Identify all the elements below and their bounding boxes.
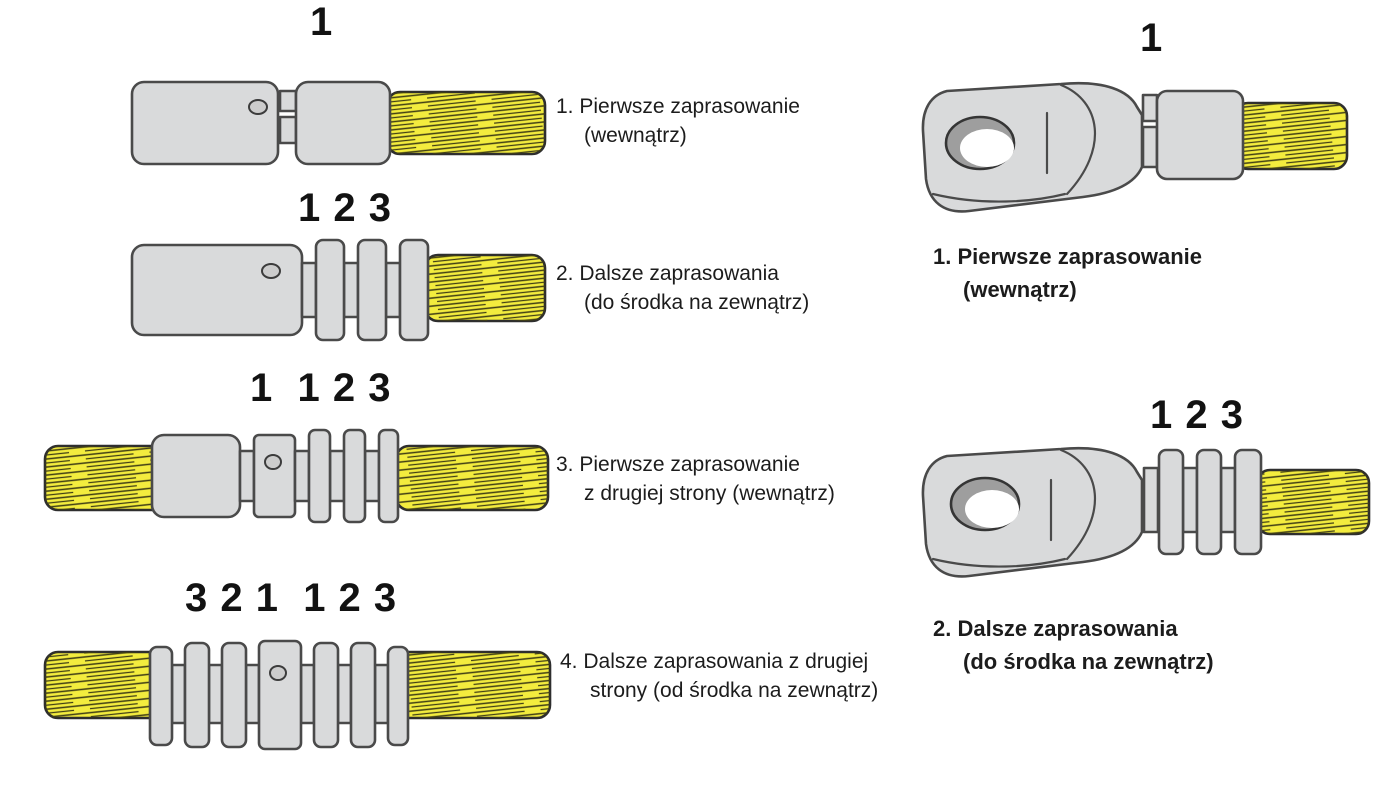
crimp-groove (1142, 466, 1160, 534)
crimp-groove (300, 261, 318, 319)
left-step3-figure (43, 428, 550, 524)
cable-right (1255, 468, 1371, 536)
right-step2-figure (921, 446, 1371, 578)
cable-left (43, 650, 172, 720)
cable-right (1233, 101, 1349, 171)
caption-line: 1. Pierwsze zaprasowanie (556, 95, 800, 118)
lug-barrel (1155, 89, 1245, 181)
crimp-groove (244, 663, 261, 725)
connector-barrel (130, 243, 304, 337)
crimp-ridge (342, 428, 367, 524)
crimp-groove (278, 115, 298, 145)
caption-line: (wewnątrz) (584, 124, 687, 147)
crimp-groove (1141, 125, 1159, 169)
connector-end-ridge (386, 645, 410, 747)
palm-edge-line (1059, 83, 1097, 196)
crimp-ridge (183, 641, 211, 749)
left-step4-caption: 4. Dalsze zaprasowania z drugiej strony … (560, 647, 878, 705)
cable-left (43, 444, 172, 512)
crimp-groove (328, 449, 346, 503)
caption-line: strony (od środka na zewnątrz) (590, 679, 879, 702)
left-step1-sequence-label: 1 (310, 0, 334, 44)
connector-barrel-center (257, 639, 303, 751)
crimp-ridge (220, 641, 248, 749)
left-step1-figure (130, 80, 547, 166)
inspection-hole (248, 99, 268, 115)
connector-barrel-left (130, 80, 280, 166)
connector-barrel-center (252, 433, 297, 519)
caption-line: 2. Dalsze zaprasowania (556, 262, 779, 285)
caption-line: z drugiej strony (wewnątrz) (584, 482, 835, 505)
crimp-groove (293, 449, 311, 503)
right-step1-sequence-label: 1 (1140, 16, 1164, 60)
crimp-ridge (398, 238, 430, 342)
left-step2-sequence-label: 1 2 3 (298, 186, 392, 230)
left-step3-caption: 3. Pierwsze zaprasowanie z drugiej stron… (556, 450, 835, 508)
crimp-groove (363, 449, 381, 503)
right-step2-sequence-label: 1 2 3 (1150, 393, 1244, 437)
caption-line: 4. Dalsze zaprasowania z drugiej (560, 650, 869, 673)
left-step1-caption: 1. Pierwsze zaprasowanie (wewnątrz) (556, 92, 800, 150)
inspection-hole (264, 454, 282, 470)
left-step4-sequence-label: 3 2 1 1 2 3 (185, 576, 398, 620)
connector-barrel-left (150, 433, 242, 519)
lug-head-and-palm (921, 81, 1144, 213)
cable-right (393, 650, 552, 720)
crimp-groove (384, 261, 402, 319)
inspection-hole (269, 665, 287, 681)
crimp-ridge (312, 641, 340, 749)
connector-end-ridge (148, 645, 174, 747)
crimp-ridge (377, 428, 400, 524)
left-step2-caption: 2. Dalsze zaprasowania (do środka na zew… (556, 259, 809, 317)
bolt-hole-inner (965, 490, 1019, 528)
crimp-ridge (1157, 448, 1185, 556)
right-step1-caption: 1. Pierwsze zaprasowanie (wewnątrz) (933, 240, 1202, 306)
inspection-hole (261, 263, 281, 279)
crimp-groove (1141, 93, 1159, 123)
left-step4-figure (43, 639, 552, 751)
crimp-groove (299, 663, 316, 725)
caption-line: (do środka na zewnątrz) (584, 291, 810, 314)
crimp-groove (342, 261, 360, 319)
bolt-hole-inner (960, 129, 1014, 167)
crimp-ridge (307, 428, 332, 524)
crimp-ridge (349, 641, 377, 749)
crimp-groove (336, 663, 353, 725)
left-step3-sequence-label: 1 1 2 3 (250, 366, 392, 410)
crimp-groove (238, 449, 256, 503)
cable-right (423, 253, 547, 323)
caption-line: (do środka na zewnątrz) (963, 649, 1214, 674)
connector-barrel-right (294, 80, 392, 166)
crimp-ridge (356, 238, 388, 342)
right-step2-caption: 2. Dalsze zaprasowania (do środka na zew… (933, 612, 1214, 678)
right-step1-figure (921, 81, 1349, 213)
left-step2-figure (130, 238, 547, 342)
caption-line: 2. Dalsze zaprasowania (933, 616, 1178, 641)
caption-line: (wewnątrz) (963, 277, 1077, 302)
head-thickness-line (931, 192, 1067, 203)
caption-line: 1. Pierwsze zaprasowanie (933, 244, 1203, 269)
crimp-groove (207, 663, 224, 725)
crimp-ridge (314, 238, 346, 342)
crimp-ridge (1233, 448, 1263, 556)
palm-edge-line (1059, 448, 1097, 561)
head-thickness-line (931, 557, 1067, 568)
crimp-groove (1181, 466, 1199, 534)
caption-line: 3. Pierwsze zaprasowanie (556, 453, 800, 476)
crimp-groove (278, 89, 298, 113)
crimp-ridge (1195, 448, 1223, 556)
crimp-groove (170, 663, 187, 725)
crimp-groove (373, 663, 390, 725)
cable-right (385, 90, 547, 156)
cable-right (394, 444, 550, 512)
crimp-groove (1219, 466, 1237, 534)
